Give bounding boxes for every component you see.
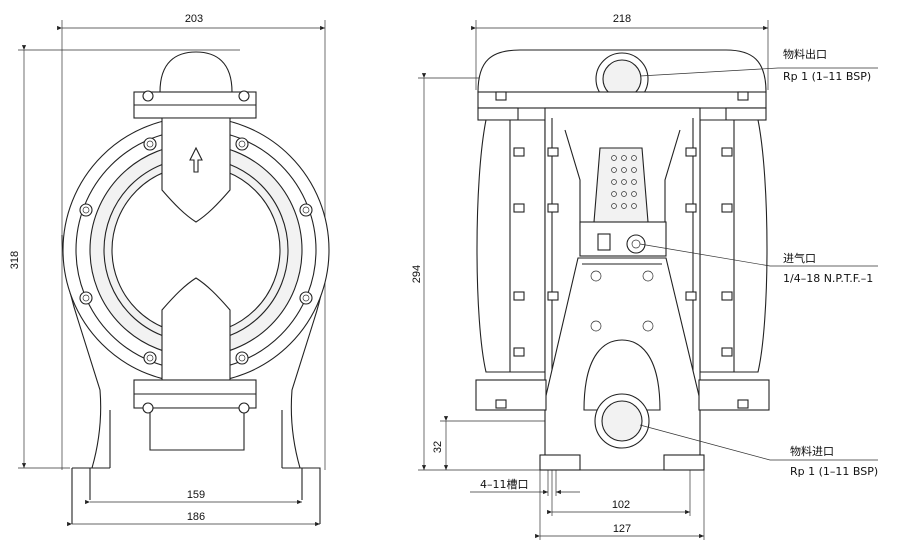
inlet-spec: Rp 1 (1–11 BSP) [790,465,878,478]
flow-arrow-icon [189,146,203,173]
dim-left-base-outer: 186 [187,511,205,523]
front-view: 218 294 32 4–11槽口 102 127 物料出口 Rp 1 (1–1… [411,13,878,540]
air-inlet-spec: 1/4–18 N.P.T.F.–1 [783,272,873,285]
dim-base-outer: 127 [613,523,631,535]
air-leader [639,243,878,267]
dim-slot: 4–11槽口 [480,478,529,491]
side-view: 203 318 159 186 [9,13,330,527]
dim-left-height: 318 [9,251,21,269]
ring-bolts [79,90,313,414]
air-inlet-port [626,234,646,254]
frame-bolts [495,91,749,409]
outlet-spec: Rp 1 (1–11 BSP) [783,70,871,83]
outlet-label: 物料出口 [783,47,827,61]
dim-left-width: 203 [185,13,203,25]
dim-left-base-inner: 159 [187,489,205,501]
air-inlet-label: 进气口 [783,251,816,265]
dim-right-height: 294 [411,265,423,283]
inlet-label: 物料进口 [790,444,834,458]
outlet-leader [639,67,878,77]
dim-inlet-height: 32 [432,441,444,453]
dim-base-inner: 102 [612,499,630,511]
dim-right-width: 218 [613,13,631,25]
muffler-holes [611,155,637,209]
muffler-plate [593,147,649,223]
inlet-leader [639,424,878,461]
